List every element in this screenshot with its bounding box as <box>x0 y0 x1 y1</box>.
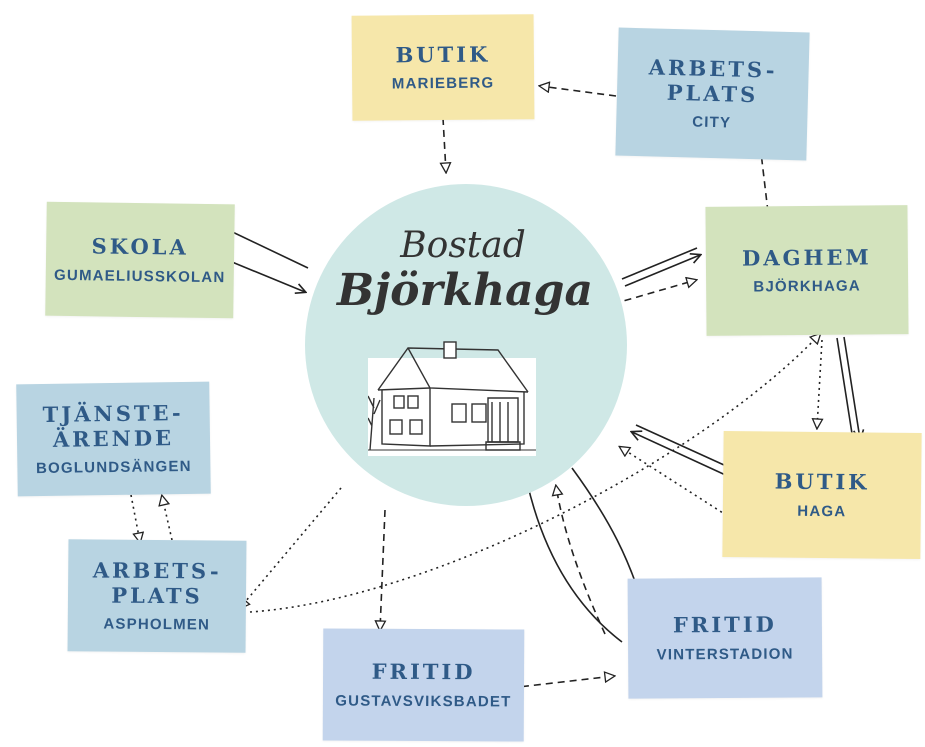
node-fritid-vinterstadion: FRITID VINTERSTADION <box>627 577 823 699</box>
node-fritid-gustavsviksbadet: FRITID GUSTAVSVIKSBADET <box>322 628 525 742</box>
node-title: BUTIK <box>395 41 491 68</box>
center-title-line2: Björkhaga <box>337 265 593 316</box>
node-butik-marieberg: BUTIK MARIEBERG <box>351 14 535 121</box>
node-title: FRITID <box>371 659 476 685</box>
center-title-line1: Bostad <box>400 225 526 266</box>
node-title: BUTIK <box>774 468 870 495</box>
node-arbetsplats-aspholmen: ARBETS- PLATS ASPHOLMEN <box>67 539 247 653</box>
node-title-line2: PLATS <box>111 582 203 608</box>
node-butik-haga: BUTIK HAGA <box>722 430 922 560</box>
node-subtitle: BJÖRKHAGA <box>753 277 861 296</box>
node-subtitle: HAGA <box>797 502 847 520</box>
node-subtitle: ASPHOLMEN <box>103 615 211 634</box>
node-title-line2: PLATS <box>666 79 759 107</box>
node-subtitle: MARIEBERG <box>391 74 495 93</box>
node-subtitle: GUMAELIUSSKOLAN <box>53 266 226 286</box>
node-subtitle: VINTERSTADION <box>656 645 794 664</box>
node-title-line2: ÄRENDE <box>52 424 175 452</box>
node-title: FRITID <box>672 612 777 638</box>
node-title: DAGHEM <box>741 244 872 271</box>
node-subtitle: CITY <box>692 113 732 132</box>
node-skola: SKOLA GUMAELIUSSKOLAN <box>45 201 235 319</box>
house-sketch-icon <box>368 341 536 456</box>
node-subtitle: BOGLUNDSÄNGEN <box>35 457 192 477</box>
node-subtitle: GUSTAVSVIKSBADET <box>335 692 512 711</box>
node-title-line1: TJÄNSTE- <box>42 400 184 428</box>
node-title-line1: ARBETS- <box>92 557 222 584</box>
node-daghem: DAGHEM BJÖRKHAGA <box>705 205 909 336</box>
node-title: SKOLA <box>91 233 189 261</box>
node-tjansteArende: TJÄNSTE- ÄRENDE BOGLUNDSÄNGEN <box>16 381 211 497</box>
node-arbetsplats-city: ARBETS- PLATS CITY <box>615 27 810 161</box>
